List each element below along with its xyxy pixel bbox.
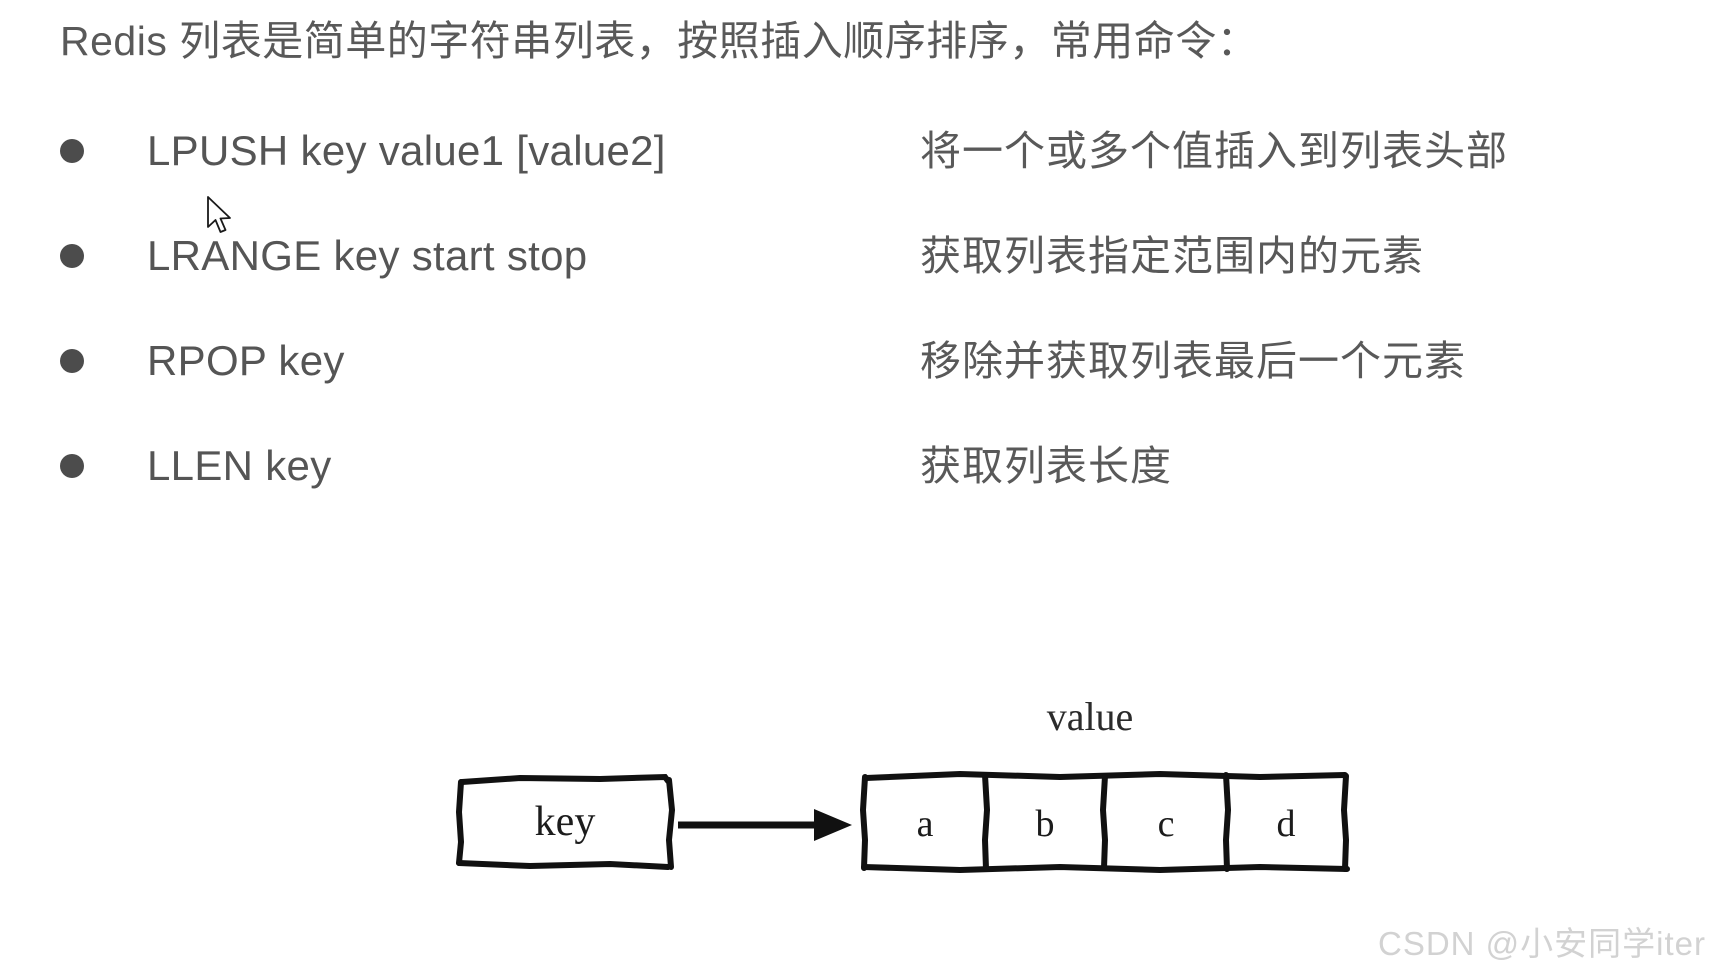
command-description: 移除并获取列表最后一个元素 xyxy=(920,338,1466,384)
command-description: 获取列表长度 xyxy=(920,443,1172,489)
value-box-group: a b c d xyxy=(859,770,1350,874)
watermark: CSDN @小安同学iter xyxy=(1377,925,1706,962)
value-cell-text: c xyxy=(1158,803,1175,845)
bullet-icon xyxy=(60,139,84,163)
value-cell-text: a xyxy=(917,803,934,845)
command-description: 将一个或多个值插入到列表头部 xyxy=(920,128,1508,174)
page-title: Redis 列表是简单的字符串列表，按照插入顺序排序，常用命令： xyxy=(60,18,1259,64)
value-cell-text: b xyxy=(1036,803,1055,845)
value-cell-text: d xyxy=(1277,803,1296,845)
list-item: LLEN key 获取列表长度 xyxy=(0,433,1722,538)
command-syntax: RPOP key xyxy=(147,337,345,384)
key-box: key xyxy=(455,773,676,870)
command-description: 获取列表指定范围内的元素 xyxy=(920,233,1424,279)
command-list: LPUSH key value1 [value2] 将一个或多个值插入到列表头部… xyxy=(0,118,1722,538)
key-box-text: key xyxy=(535,799,596,845)
command-syntax: LLEN key xyxy=(147,442,332,489)
command-syntax: LPUSH key value1 [value2] xyxy=(147,127,666,174)
value-label-text: value xyxy=(1047,694,1134,739)
key-value-diagram: value key a b c xyxy=(440,660,1500,920)
list-item: LPUSH key value1 [value2] 将一个或多个值插入到列表头部 xyxy=(0,118,1722,223)
bullet-icon xyxy=(60,349,84,373)
command-syntax: LRANGE key start stop xyxy=(147,232,588,279)
bullet-icon xyxy=(60,454,84,478)
list-item: RPOP key 移除并获取列表最后一个元素 xyxy=(0,328,1722,433)
bullet-icon xyxy=(60,244,84,268)
arrow-icon xyxy=(678,809,852,841)
list-item: LRANGE key start stop 获取列表指定范围内的元素 xyxy=(0,223,1722,328)
